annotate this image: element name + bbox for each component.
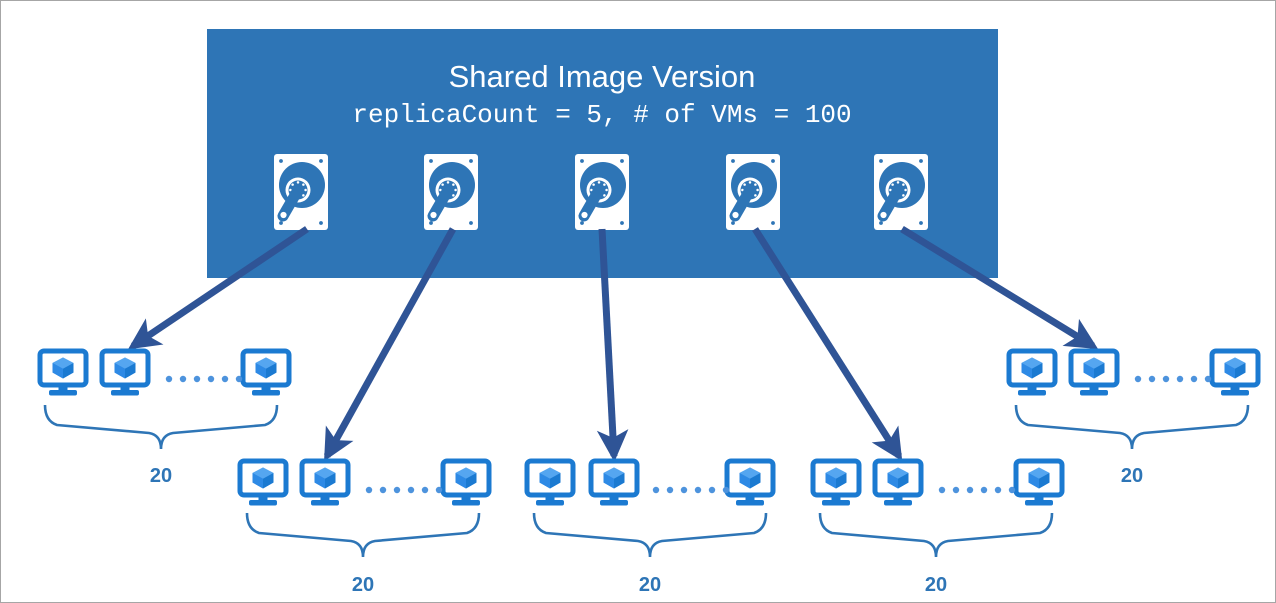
group-count-label-4: 20 — [925, 574, 947, 596]
vm-icon-3-1[interactable] — [527, 461, 573, 506]
page-title: Shared Image Version — [449, 59, 756, 94]
vm-group-2: 20 — [240, 461, 489, 596]
group-brace-2 — [245, 512, 481, 558]
group-count-label-1: 20 — [150, 465, 172, 487]
vm-icon-1-2[interactable] — [102, 351, 148, 396]
replica-disk-3[interactable] — [575, 154, 629, 230]
vm-ellipsis-1 — [165, 375, 243, 383]
vm-group-4: 20 — [813, 461, 1062, 596]
vm-icon-2-1[interactable] — [240, 461, 286, 506]
replica-disk-4[interactable] — [726, 154, 780, 230]
group-brace-5 — [1014, 404, 1250, 450]
group-count-label-5: 20 — [1121, 465, 1143, 487]
vm-icon-5-3[interactable] — [1212, 351, 1258, 396]
group-count-label-2: 20 — [352, 574, 374, 596]
replication-arrows — [127, 226, 1099, 463]
vm-icon-2-3[interactable] — [443, 461, 489, 506]
vm-group-5: 20 — [1009, 351, 1258, 487]
vm-ellipsis-2 — [365, 486, 443, 494]
vm-icon-3-3[interactable] — [727, 461, 773, 506]
vm-ellipsis-4 — [938, 486, 1016, 494]
vm-icon-4-2[interactable] — [875, 461, 921, 506]
vm-ellipsis-5 — [1134, 375, 1212, 383]
vm-icon-5-2[interactable] — [1071, 351, 1117, 396]
replica-disk-1[interactable] — [274, 154, 328, 230]
vm-icon-1-3[interactable] — [243, 351, 289, 396]
arrow-replica-1-to-group-1 — [127, 226, 309, 350]
arrow-replica-5-to-group-5 — [900, 226, 1099, 350]
replica-disk-2[interactable] — [424, 154, 478, 230]
group-brace-1 — [43, 404, 279, 450]
arrow-replica-2-to-group-2 — [323, 227, 457, 462]
vm-group-3: 20 — [527, 461, 773, 596]
group-brace-4 — [818, 512, 1054, 558]
vm-icon-3-2[interactable] — [591, 461, 637, 506]
replica-disk-5[interactable] — [874, 154, 928, 230]
header-subtitle: replicaCount = 5, # of VMs = 100 — [352, 100, 851, 130]
vm-icon-1-1[interactable] — [40, 351, 86, 396]
vm-icon-2-2[interactable] — [302, 461, 348, 506]
arrow-replica-3-to-group-3 — [596, 228, 629, 463]
vm-icon-5-1[interactable] — [1009, 351, 1055, 396]
vm-group-1: 20 — [40, 351, 289, 487]
group-brace-3 — [532, 512, 768, 558]
arrow-replica-4-to-group-4 — [752, 227, 903, 462]
group-count-label-3: 20 — [639, 574, 661, 596]
vm-ellipsis-3 — [652, 486, 730, 494]
vm-icon-4-3[interactable] — [1016, 461, 1062, 506]
vm-icon-4-1[interactable] — [813, 461, 859, 506]
